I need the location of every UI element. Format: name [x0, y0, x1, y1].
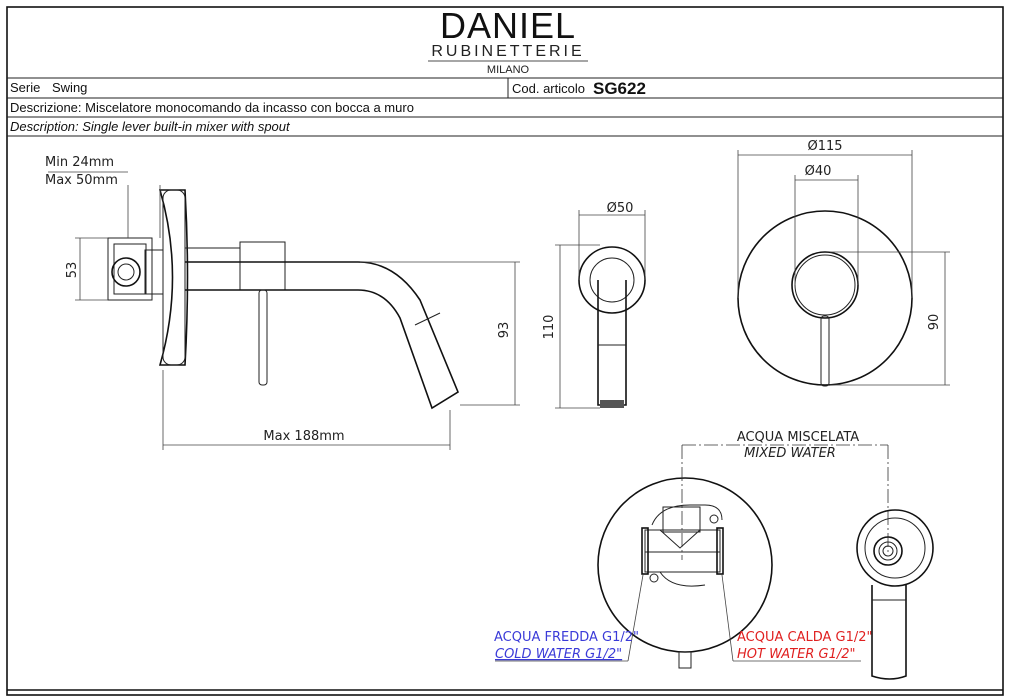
side-view-dimensions: Min 24mm Max 50mm 53 93 Max 188mm	[45, 155, 520, 450]
serie-value: Swing	[52, 80, 87, 95]
cold-water-en-label: COLD WATER G1/2"	[495, 647, 622, 662]
min-depth-label: Min 24mm	[45, 155, 114, 170]
code-value: SG622	[593, 79, 646, 98]
max-length-label: Max 188mm	[263, 429, 344, 444]
description-it: Descrizione: Miscelatore monocomando da …	[10, 100, 414, 115]
description-en: Description: Single lever built-in mixer…	[10, 119, 291, 134]
spout-front-view: Ø50 110	[542, 201, 646, 409]
code-label: Cod. articolo	[512, 81, 585, 96]
max-depth-label: Max 50mm	[45, 173, 118, 188]
mixed-water-it-label: ACQUA MISCELATA	[737, 430, 859, 445]
side-view	[107, 189, 459, 410]
height-110-label: 110	[542, 315, 557, 340]
spout-end-view	[856, 509, 934, 680]
height-90-label: 90	[927, 314, 942, 331]
svg-text:RUBINETTERIE: RUBINETTERIE	[431, 43, 584, 60]
serie-label: Serie	[10, 80, 40, 95]
svg-text:MILANO: MILANO	[487, 64, 530, 76]
diam-115-label: Ø115	[807, 139, 842, 154]
title-block	[6, 6, 1004, 696]
cold-water-it-label: ACQUA FREDDA G1/2"	[494, 630, 639, 645]
hot-water-it-label: ACQUA CALDA G1/2"	[737, 630, 873, 645]
height-93-label: 93	[497, 322, 512, 339]
brand-logo: DANIEL RUBINETTERIE MILANO	[428, 5, 588, 76]
plate-front-view: Ø115 Ø40 90	[737, 139, 950, 387]
mixed-water-en-label: MIXED WATER	[744, 446, 836, 461]
diam-50-label: Ø50	[607, 201, 634, 216]
connections-view: ACQUA MISCELATA MIXED WATER ACQUA FREDDA…	[494, 430, 889, 669]
diam-40-label: Ø40	[805, 164, 832, 179]
height-53-label: 53	[65, 262, 80, 279]
hot-water-en-label: HOT WATER G1/2"	[737, 647, 856, 662]
svg-text:DANIEL: DANIEL	[440, 5, 576, 46]
